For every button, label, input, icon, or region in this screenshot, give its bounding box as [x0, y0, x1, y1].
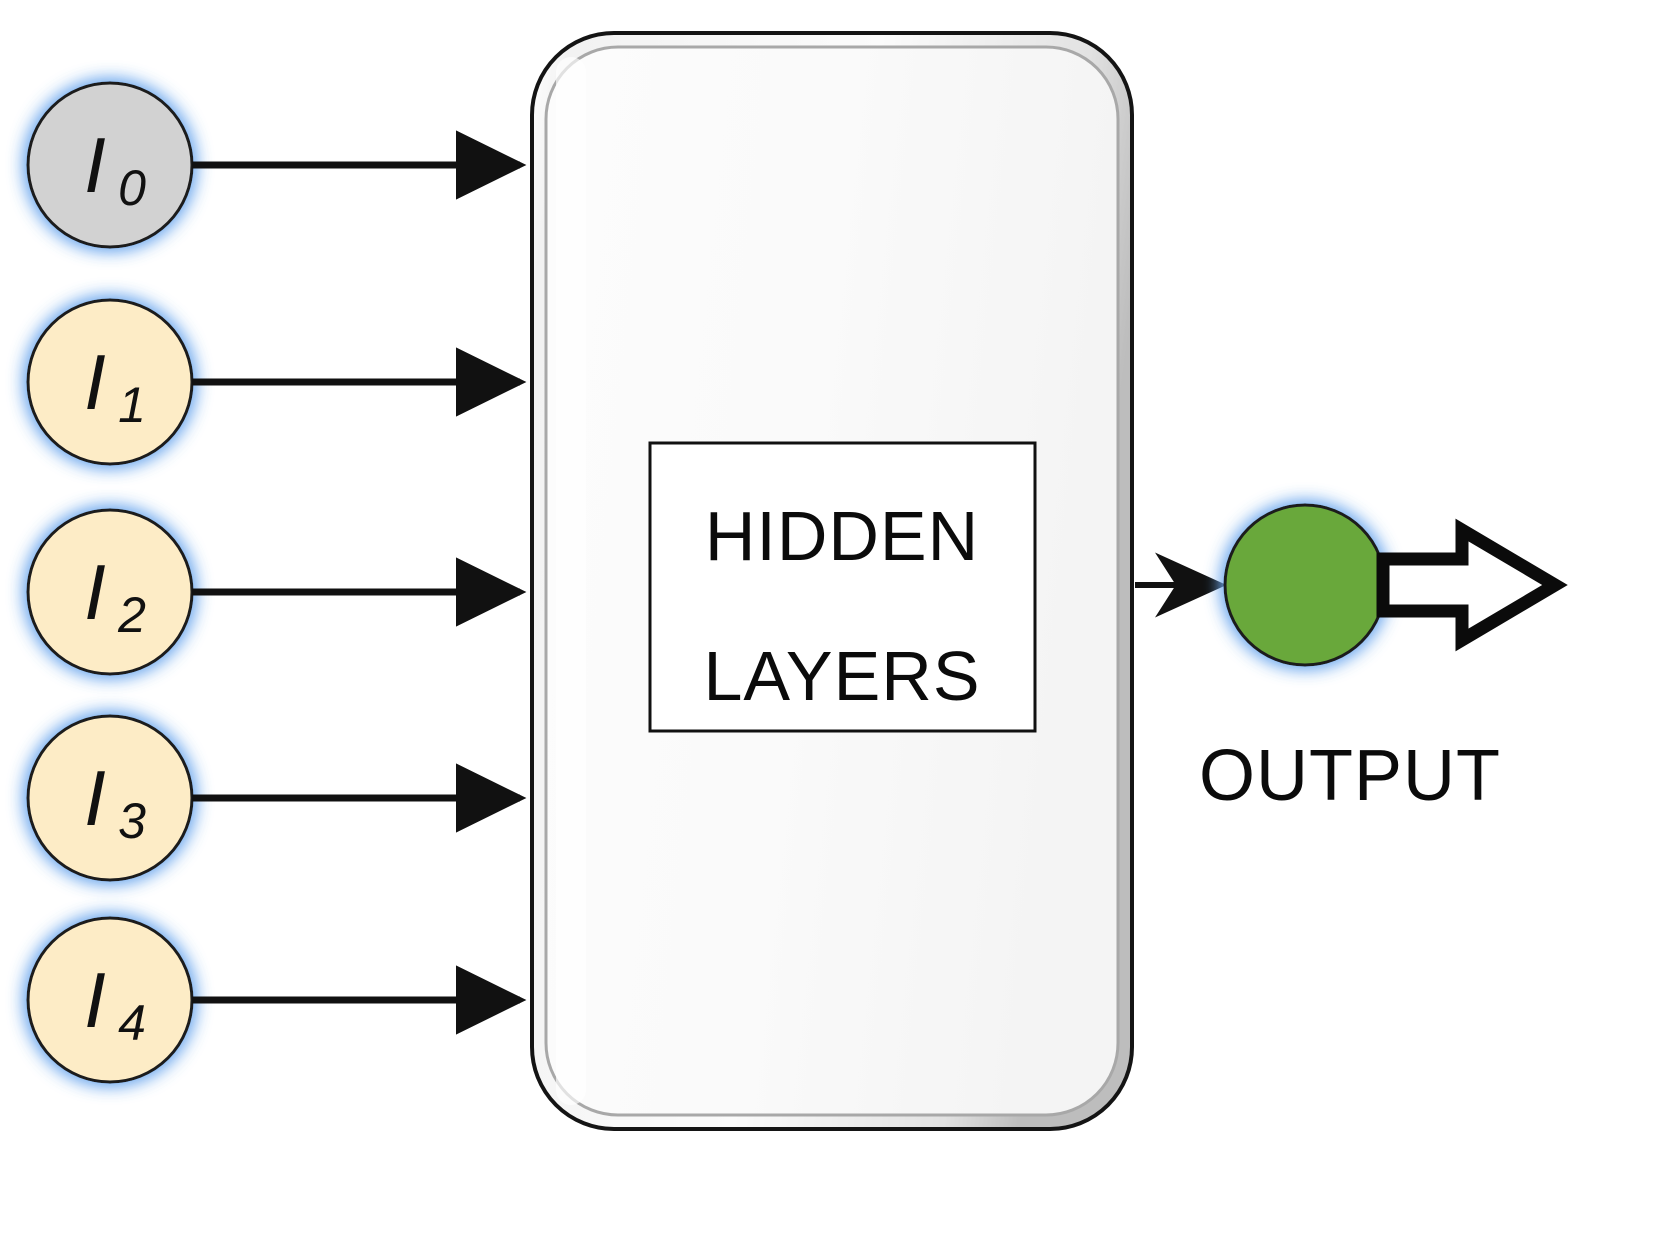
input-node-i2[interactable]: I 2	[26, 508, 194, 676]
input-node-i3[interactable]: I 3	[26, 714, 194, 882]
input-node-i4-circle[interactable]	[26, 916, 194, 1084]
hidden-layers-box[interactable]: HIDDEN LAYERS	[648, 441, 1037, 733]
input-node-i1[interactable]: I 1	[26, 298, 194, 466]
output-block-arrow-icon	[1376, 518, 1568, 652]
network-container-highlight	[556, 57, 586, 1105]
input-nodes-group: I 0 I 1 I 2 I 3 I 4	[26, 81, 194, 1084]
input-arrows-group	[192, 130, 527, 1035]
input-node-i0-base-label: I	[84, 121, 106, 209]
input-node-i1-sub-label: 1	[118, 377, 146, 433]
input-node-i3-sub-label: 3	[118, 793, 146, 849]
hidden-layers-box-rect[interactable]	[648, 441, 1037, 733]
input-node-i2-sub-label: 2	[117, 587, 146, 643]
input-node-i4-base-label: I	[84, 956, 106, 1044]
input-node-i4-sub-label: 4	[118, 995, 146, 1051]
input-node-i3-base-label: I	[84, 754, 106, 842]
output-node-circle[interactable]	[1223, 503, 1387, 667]
input-node-i1-circle[interactable]	[26, 298, 194, 466]
output-label: OUTPUT	[1199, 736, 1501, 816]
input-node-i0[interactable]: I 0	[26, 81, 194, 249]
input-node-i4[interactable]: I 4	[26, 916, 194, 1084]
input-node-i2-circle[interactable]	[26, 508, 194, 676]
input-node-i0-circle[interactable]	[26, 81, 194, 249]
hidden-layers-line1: HIDDEN	[705, 497, 979, 575]
input-node-i1-base-label: I	[84, 338, 106, 426]
input-node-i2-base-label: I	[84, 548, 106, 636]
input-node-i3-circle[interactable]	[26, 714, 194, 882]
hidden-layers-line2: LAYERS	[703, 637, 980, 715]
output-node[interactable]	[1223, 503, 1387, 667]
input-node-i0-sub-label: 0	[118, 160, 146, 216]
